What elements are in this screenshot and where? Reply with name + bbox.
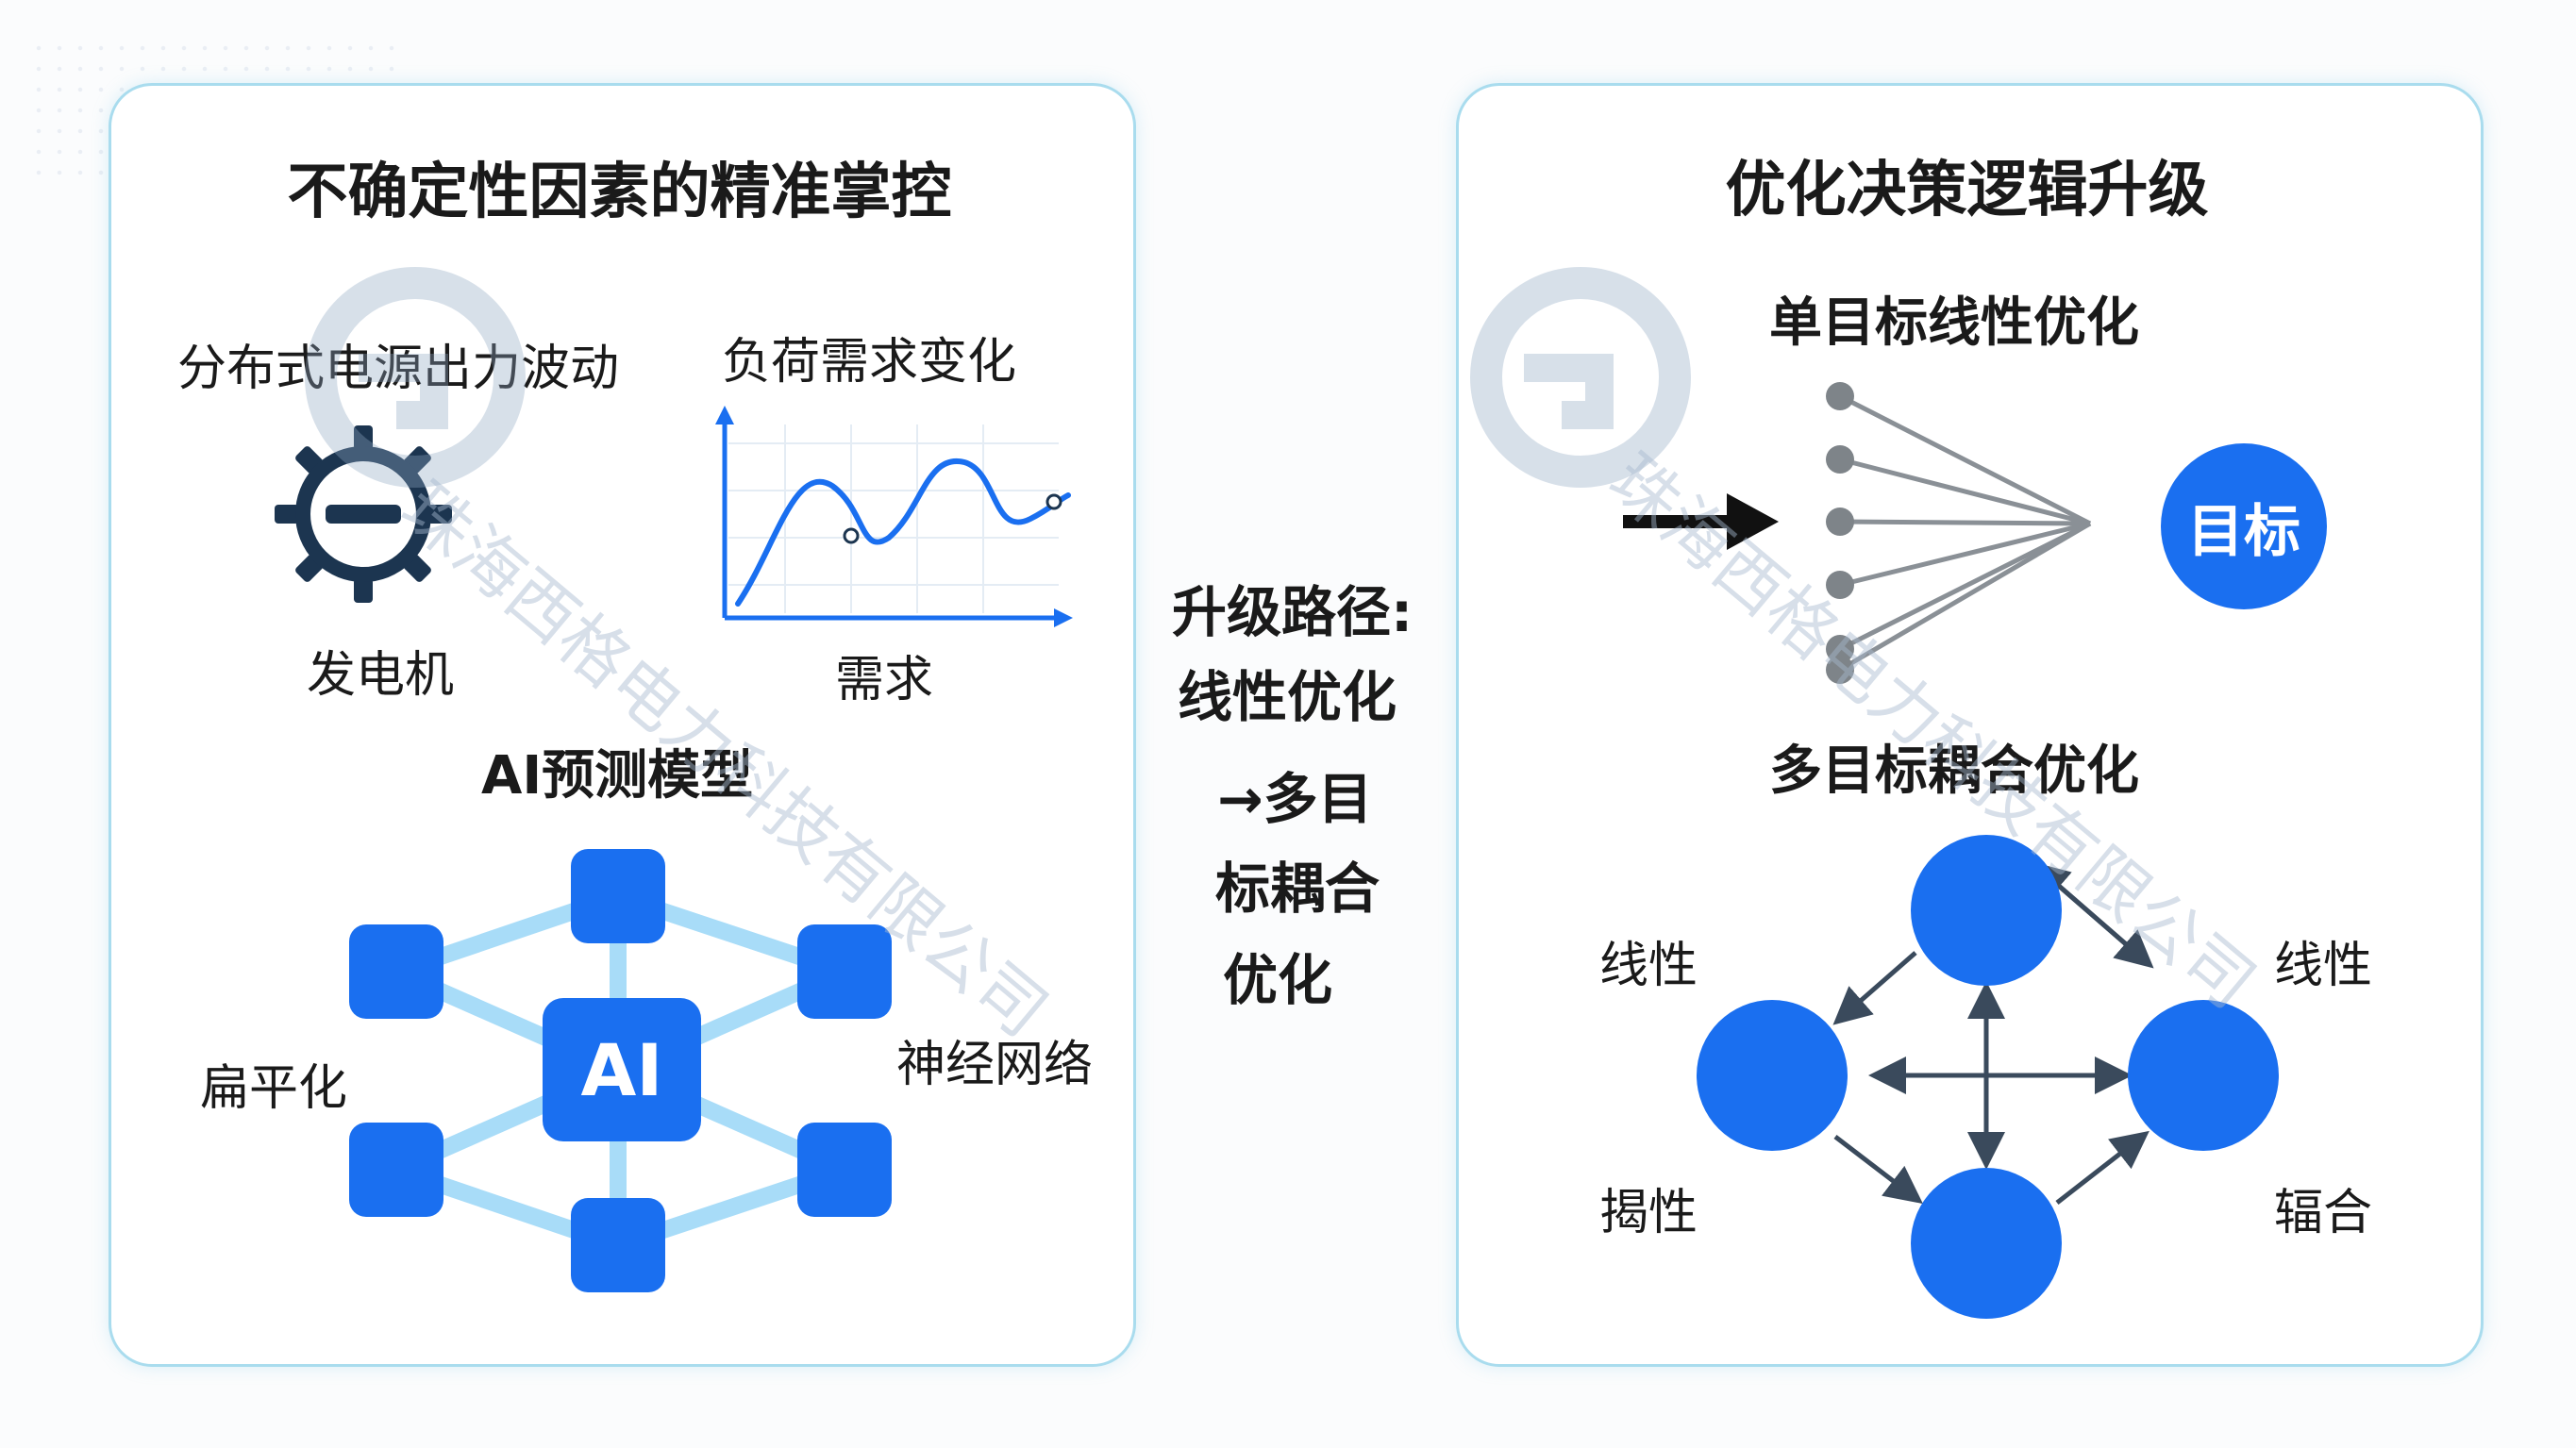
upgrade-path-line-3: →多目 [1217, 767, 1373, 831]
label-bottom-right: 辐合 [2274, 1185, 2373, 1241]
multi-objective-title: 多目标耦合优化 [1769, 741, 2139, 802]
left-panel-title: 不确定性因素的精准掌控 [287, 158, 952, 227]
neural-network-label: 神经网络 [896, 1037, 1094, 1093]
arrow-right-icon [1623, 493, 1779, 550]
network-node [797, 924, 892, 1019]
label-top-left: 线性 [1599, 938, 1698, 994]
target-circle: 目标 [2161, 443, 2327, 609]
upgrade-path-line-2: 线性优化 [1178, 665, 1397, 729]
upgrade-path-line-5: 优化 [1223, 948, 1333, 1012]
label-bottom-left: 揭性 [1599, 1185, 1698, 1241]
distributed-power-label: 分布式电源出力波动 [177, 341, 620, 397]
upgrade-path-line-1: 升级路径: [1172, 580, 1413, 644]
line-chart-icon [715, 406, 1073, 627]
network-node [571, 1198, 665, 1292]
ai-core-box: AI [543, 998, 701, 1141]
network-node [349, 924, 443, 1019]
ai-model-title: AI预测模型 [481, 745, 754, 807]
load-demand-label: 负荷需求变化 [722, 334, 1017, 391]
generator-label: 发电机 [307, 647, 455, 704]
label-top-right: 线性 [2274, 938, 2373, 994]
right-panel-title: 优化决策逻辑升级 [1725, 156, 2209, 225]
demand-label: 需求 [835, 652, 934, 708]
flatten-label: 扁平化 [200, 1060, 348, 1117]
network-node [349, 1123, 443, 1217]
network-node [571, 849, 665, 943]
upgrade-path-line-4: 标耦合 [1215, 857, 1380, 921]
network-node [797, 1123, 892, 1217]
single-objective-title: 单目标线性优化 [1769, 292, 2139, 354]
gear-minus-icon [275, 425, 452, 603]
